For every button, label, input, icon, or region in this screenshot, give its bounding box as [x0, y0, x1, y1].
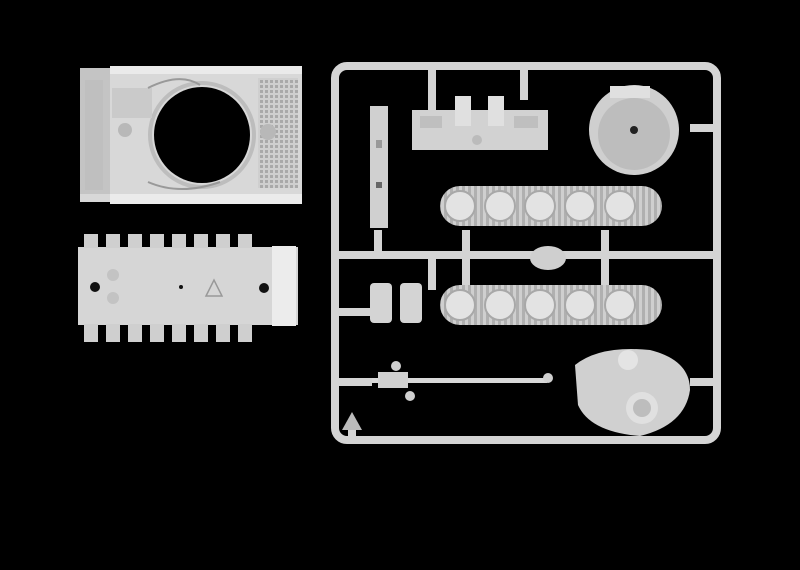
sprue-hub: [530, 246, 566, 270]
lower-hull-part: [78, 234, 298, 342]
gun-barrel-part: [372, 361, 553, 401]
track-upper-part: [440, 186, 662, 226]
sprue-frame: [331, 62, 721, 444]
hull-side-strip-part: [370, 106, 388, 228]
turret-ring-part: [589, 85, 679, 175]
rear-plate-part: [412, 96, 548, 150]
exhaust-mufflers-part: [370, 283, 422, 323]
upper-hull-part: [80, 66, 302, 204]
turret-part: [575, 349, 690, 436]
track-lower-part: [440, 285, 662, 325]
sprue-logo-triangle: [342, 412, 362, 430]
